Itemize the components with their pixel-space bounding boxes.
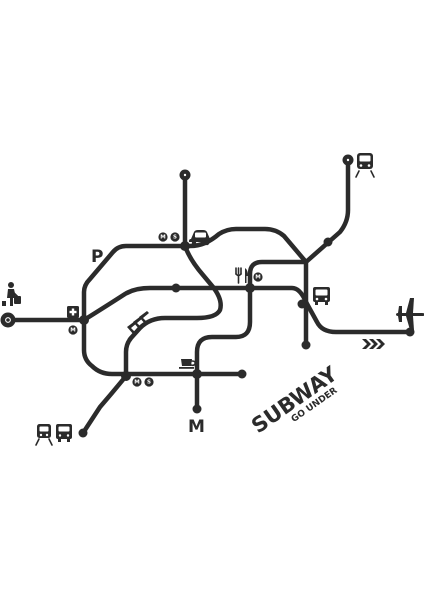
first-aid-icon bbox=[67, 306, 79, 318]
line-right-loop bbox=[194, 259, 309, 412]
station-middle-right bbox=[245, 283, 255, 293]
airplane-icon bbox=[396, 298, 424, 330]
svg-text:M: M bbox=[160, 234, 165, 240]
line-cross bbox=[123, 243, 223, 379]
line-bottom-loop bbox=[81, 317, 245, 377]
metro-badge-bottom: M bbox=[132, 377, 142, 387]
station-middle-left bbox=[171, 283, 181, 293]
station-train-terminal-core bbox=[344, 156, 352, 164]
svg-text:M: M bbox=[134, 379, 139, 385]
svg-text:S: S bbox=[147, 379, 151, 385]
station-lower-right bbox=[301, 340, 311, 350]
subway-badge-bottom: S bbox=[144, 377, 154, 387]
station-top-terminal-core bbox=[181, 171, 189, 179]
subway-badge-top: S bbox=[170, 232, 180, 242]
direction-chevrons-icon bbox=[127, 311, 149, 335]
line-badges: M S M M M S bbox=[68, 232, 263, 387]
station-left-terminal-core bbox=[6, 318, 10, 322]
metro-badge-top: M bbox=[158, 232, 168, 242]
svg-text:M: M bbox=[70, 327, 75, 333]
title-group: SUBWAY GO UNDER bbox=[247, 361, 342, 438]
line-middle bbox=[81, 285, 413, 335]
stations bbox=[0, 154, 415, 438]
line-top-right bbox=[303, 157, 351, 265]
station-bus bbox=[297, 299, 307, 309]
svg-text:M: M bbox=[255, 274, 260, 280]
fork-knife-icon bbox=[235, 267, 248, 284]
bus-icon bbox=[313, 287, 330, 305]
metro-lines bbox=[5, 157, 413, 436]
svg-text:S: S bbox=[173, 234, 177, 240]
metro-badge-left: M bbox=[68, 325, 78, 335]
station-metro-end bbox=[192, 404, 202, 414]
arrow-chevrons-icon bbox=[362, 339, 385, 349]
tram-icon bbox=[35, 424, 72, 446]
station-subway-junction bbox=[121, 371, 131, 381]
station-hospital bbox=[79, 315, 89, 325]
person-luggage-icon bbox=[2, 282, 21, 306]
car-icon bbox=[189, 230, 212, 246]
train-icon bbox=[355, 153, 375, 178]
metro-badge-right: M bbox=[253, 272, 263, 282]
parking-letter: P bbox=[91, 247, 103, 267]
station-car bbox=[180, 241, 190, 251]
line-bottom-spur bbox=[80, 373, 129, 436]
coffee-cup-icon bbox=[179, 359, 196, 369]
station-tram bbox=[78, 428, 88, 438]
station-upper-right bbox=[323, 237, 333, 247]
station-bottom-right-end bbox=[237, 369, 247, 379]
metro-letter: M bbox=[188, 417, 205, 437]
station-coffee bbox=[192, 369, 202, 379]
